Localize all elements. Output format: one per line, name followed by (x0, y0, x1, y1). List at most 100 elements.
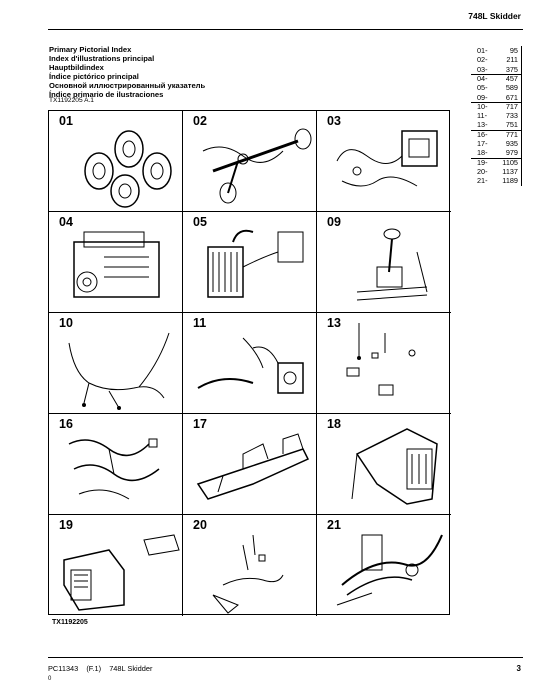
index-cell-05[interactable]: 05 (183, 212, 317, 313)
figure-code: TX1192205 A.1 (49, 97, 94, 104)
section-index-border (521, 46, 522, 186)
section-page: 457 (505, 73, 518, 83)
index-title-es: Índice primario de ilustraciones (49, 89, 164, 99)
frame-icon (196, 433, 310, 500)
section-index-row[interactable]: 21-1189 (471, 176, 521, 186)
section-index-row[interactable]: 03- 375 (471, 65, 521, 75)
footer-model: 748L Skidder (109, 664, 153, 673)
index-cell-11[interactable]: 11 (183, 313, 317, 414)
index-cell-03[interactable]: 03 (317, 111, 451, 212)
electrical-icon (212, 534, 284, 614)
section-page: 733 (505, 111, 518, 121)
section-group-divider (471, 101, 521, 103)
cell-number: 05 (193, 215, 207, 229)
index-title-de: Hauptbildindex (49, 62, 104, 72)
section-page: 589 (505, 83, 518, 93)
cell-number: 13 (327, 316, 341, 330)
section-number: 01- (477, 46, 488, 55)
index-cell-10[interactable]: 10 (49, 313, 183, 414)
radiator-icon (207, 229, 304, 298)
index-cell-01[interactable]: 01 (49, 111, 183, 212)
section-index-row[interactable]: 18- 979 (471, 148, 521, 158)
section-number: 20- (477, 166, 488, 176)
index-title-fr: Index d'illustrations principal (49, 53, 155, 63)
section-index-row[interactable]: 09-671 (471, 93, 521, 103)
boom-icon (336, 534, 443, 606)
cell-number: 01 (59, 114, 73, 128)
section-number: 16- (477, 129, 488, 139)
section-index-row[interactable]: 20- 1137 (471, 167, 521, 177)
section-index-row[interactable]: 13- 751 (471, 120, 521, 130)
index-cell-02[interactable]: 02 (183, 111, 317, 212)
index-titles: Primary Pictorial Index Index d'illustra… (49, 45, 206, 99)
transmission-icon (336, 130, 438, 187)
cab-icon (351, 428, 438, 505)
page-number: 3 (516, 664, 521, 673)
section-index-row[interactable]: 17-935 (471, 139, 521, 149)
section-number: 04- (477, 73, 488, 83)
section-index-row[interactable]: 16-771 (471, 130, 521, 140)
hydraulic-pump-icon (197, 337, 304, 394)
cell-number: 18 (327, 417, 341, 431)
index-title-en: Primary Pictorial Index (49, 45, 132, 54)
axle-icon (202, 128, 312, 204)
cell-number: 02 (193, 114, 207, 128)
section-index-row[interactable]: 19-1105 (471, 158, 521, 168)
cell-number: 11 (193, 316, 207, 330)
footer-revision: (F.1) (86, 664, 102, 673)
section-number: 02- (477, 55, 488, 65)
cell-number: 20 (193, 518, 207, 532)
small-parts-icon (346, 323, 416, 396)
section-page: 935 (505, 139, 518, 148)
tires-icon (84, 130, 172, 208)
section-page: 979 (505, 148, 518, 158)
section-index-row[interactable]: 04- 457 (471, 74, 521, 84)
index-cell-04[interactable]: 04 (49, 212, 183, 313)
section-group-divider (471, 129, 521, 131)
cell-number: 21 (327, 518, 341, 532)
steering-icon (356, 228, 428, 301)
harness-assembly-icon (68, 438, 160, 500)
section-page: 211 (506, 55, 518, 65)
index-title-ru: Основной иллюстрированный указатель (49, 80, 206, 90)
index-title-pt: Índice pictórico principal (49, 71, 139, 81)
index-cell-18[interactable]: 18 (317, 414, 451, 515)
section-number: 03- (477, 64, 488, 74)
section-number: 13- (477, 120, 488, 130)
hood-icon (63, 534, 180, 611)
section-page: 1137 (502, 166, 518, 176)
section-index-row[interactable]: 01- 95 (471, 46, 521, 56)
section-number: 05- (477, 83, 488, 93)
index-cell-21[interactable]: 21 (317, 515, 451, 616)
index-cell-09[interactable]: 09 (317, 212, 451, 313)
index-cell-20[interactable]: 20 (183, 515, 317, 616)
figure-code-bottom: TX1192205 (52, 619, 88, 626)
wiring-harness-icon (68, 332, 170, 410)
pictorial-index-grid: 01 02 03 04 05 09 10 11 13 16 17 18 19 20 21 (48, 110, 451, 616)
cell-number: 17 (193, 417, 207, 431)
cell-number: 19 (59, 518, 73, 532)
section-index-row[interactable]: 02- 211 (471, 55, 521, 65)
section-number: 18- (477, 148, 488, 158)
section-index-row[interactable]: 10-717 (471, 102, 521, 112)
footer-divider (48, 657, 523, 658)
section-page: 751 (505, 120, 518, 130)
header-divider (48, 29, 523, 30)
index-cell-19[interactable]: 19 (49, 515, 183, 616)
footer-doc-info: PC11343 (F.1) 748L Skidder (48, 664, 158, 673)
section-group-divider (471, 73, 521, 75)
section-page: 375 (505, 64, 518, 74)
section-page: 1105 (502, 157, 518, 167)
section-page: 95 (509, 46, 518, 55)
section-page: 717 (505, 101, 518, 111)
section-index-row[interactable]: 11-733 (471, 111, 521, 121)
header-title: 748L Skidder (468, 11, 521, 21)
cell-number: 09 (327, 215, 341, 229)
index-cell-17[interactable]: 17 (183, 414, 317, 515)
index-cell-13[interactable]: 13 (317, 313, 451, 414)
cell-number: 16 (59, 417, 73, 431)
index-cell-16[interactable]: 16 (49, 414, 183, 515)
section-page: 671 (505, 92, 518, 102)
section-index-row[interactable]: 05- 589 (471, 83, 521, 93)
